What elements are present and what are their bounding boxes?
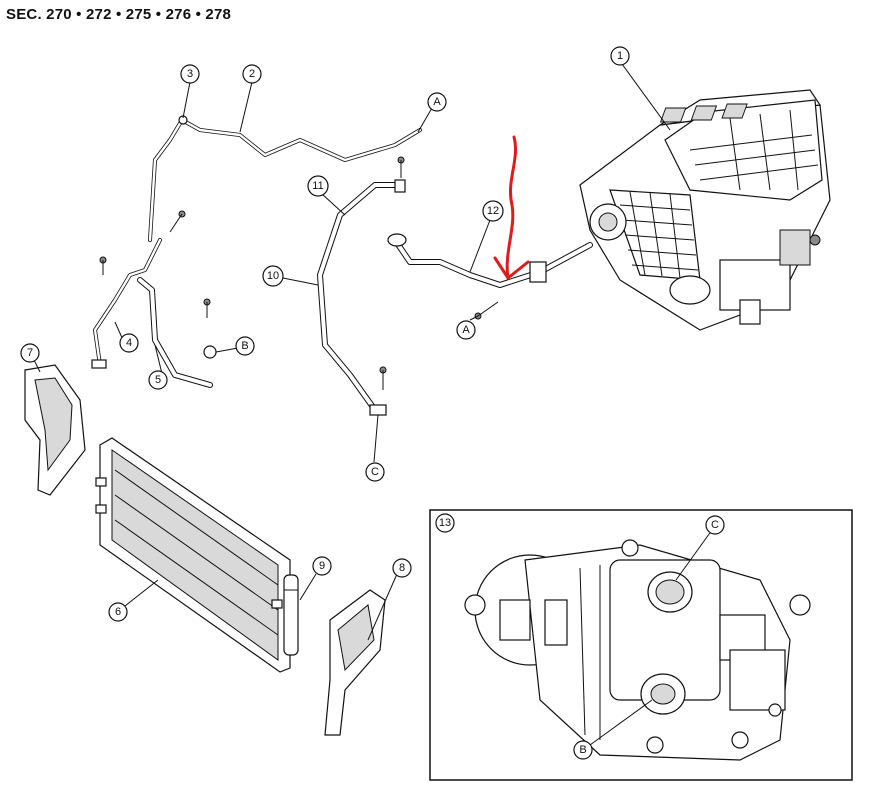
red-arrow-annotation [493,135,530,280]
callout-b-main: B [235,336,255,356]
hvac-top-vents [659,99,823,201]
callout-4: 4 [119,333,139,353]
condenser [95,437,291,673]
svg-text:1: 1 [617,50,623,62]
callout-a-top: A [427,92,447,112]
svg-text:6: 6 [115,606,121,618]
svg-text:C: C [711,519,719,531]
svg-text:B: B [241,340,248,352]
svg-text:4: 4 [126,337,132,349]
pipe-2 [148,115,422,242]
callout-b-inset: B [573,740,593,760]
svg-text:2: 2 [249,68,255,80]
svg-text:C: C [371,466,379,478]
bolt-lower-center [379,366,387,390]
bolt-top-left [169,210,186,233]
callout-10: 10 [262,265,284,287]
bolt-top-center [397,156,405,178]
pipe-12 [387,233,593,288]
compressor-inset [429,509,853,781]
section-title: SEC. 270 • 272 • 275 • 276 • 278 [6,6,232,23]
svg-text:A: A [433,96,441,108]
svg-text:B: B [579,744,586,756]
callout-8: 8 [392,558,412,578]
compressor [464,539,811,761]
receiver-drier [283,574,299,656]
callout-5: 5 [148,370,168,390]
svg-text:11: 11 [312,180,323,192]
callout-a-bottom: A [456,320,476,340]
bolt-left [99,256,107,275]
callout-c-inset: C [705,515,725,535]
bolt-a-bottom [474,301,499,320]
pipe-5 [137,277,217,388]
callout-7: 7 [20,343,40,363]
hvac-unit [579,89,831,331]
svg-text:A: A [462,324,470,336]
bolt-mid [203,298,211,318]
hvac-grille [609,189,701,281]
svg-text:9: 9 [319,560,325,572]
bracket-8 [324,589,386,736]
callout-2: 2 [242,64,262,84]
svg-text:7: 7 [27,347,33,359]
pipe-4 [91,238,162,369]
callout-3: 3 [180,64,200,84]
callout-11: 11 [307,175,329,197]
svg-text:13: 13 [439,517,451,529]
callout-1: 1 [610,46,630,66]
svg-text:8: 8 [399,562,405,574]
svg-text:10: 10 [267,270,279,282]
bolts [99,156,499,390]
pipe-10 [317,179,406,416]
callout-9: 9 [312,556,332,576]
svg-text:5: 5 [155,374,161,386]
svg-text:3: 3 [187,68,193,80]
callout-12: 12 [482,200,504,222]
bracket-7 [24,364,86,496]
svg-text:12: 12 [487,205,499,217]
callout-c-main: C [365,462,385,482]
callout-13: 13 [435,513,455,533]
callout-6: 6 [108,602,128,622]
